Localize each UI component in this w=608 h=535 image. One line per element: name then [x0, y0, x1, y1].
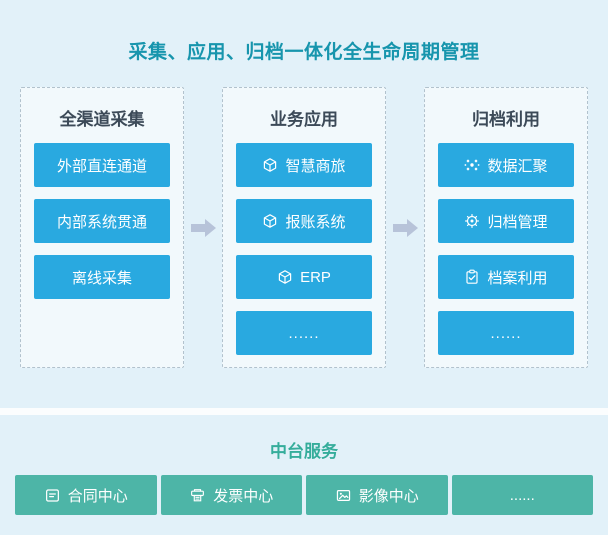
service-label: 合同中心	[67, 487, 128, 505]
service-image-center: 影像中心	[306, 475, 448, 515]
item-external-direct-channel: 外部直连通道	[34, 143, 170, 187]
item-label: 数据汇聚	[487, 157, 548, 175]
page-title: 采集、应用、归档一体化全生命周期管理	[128, 42, 480, 63]
item-label: 报账系统	[285, 213, 346, 231]
platform-title: 中台服务	[270, 442, 338, 461]
item-internal-system-connect: 内部系统贯通	[34, 199, 170, 243]
item-label: ......	[288, 324, 320, 342]
middle-platform-section: 中台服务 合同中心 发票中心 影像中心 ...	[0, 415, 608, 535]
item-label: 内部系统贯通	[56, 213, 147, 231]
gear-icon	[464, 213, 480, 229]
service-row: 合同中心 发票中心 影像中心 ......	[15, 475, 593, 515]
item-label: 档案利用	[487, 269, 548, 287]
flow-arrow-1	[184, 87, 222, 368]
cube-icon	[262, 213, 278, 229]
item-more-archive: ......	[438, 311, 574, 355]
item-archive-management: 归档管理	[438, 199, 574, 243]
service-invoice-center: 发票中心	[160, 475, 302, 515]
cube-icon	[262, 157, 278, 173]
flow-arrow-2	[386, 87, 424, 368]
invoice-printer-icon	[189, 487, 206, 504]
item-more-applications: ......	[236, 311, 372, 355]
service-label: 影像中心	[358, 487, 419, 505]
item-label: 外部直连通道	[56, 157, 147, 175]
column-header: 全渠道采集	[59, 110, 145, 129]
right-arrow-icon	[392, 218, 418, 237]
section-divider	[0, 408, 608, 415]
item-label: ......	[490, 324, 522, 342]
service-label: ......	[509, 486, 535, 504]
image-icon	[335, 487, 352, 504]
item-label: 归档管理	[487, 213, 548, 231]
contract-document-icon	[44, 487, 61, 504]
item-erp: ERP	[236, 255, 372, 299]
item-label: ERP	[300, 268, 331, 286]
column-business-applications: 业务应用 智慧商旅 报账系统 ERP	[222, 87, 386, 368]
column-omni-channel-collection: 全渠道采集 外部直连通道 内部系统贯通 离线采集	[20, 87, 184, 368]
item-label: 智慧商旅	[285, 157, 346, 175]
service-contract-center: 合同中心	[15, 475, 157, 515]
service-label: 发票中心	[213, 487, 274, 505]
item-data-aggregation: 数据汇聚	[438, 143, 574, 187]
column-archive-utilization: 归档利用 数据汇聚 归档管理 档案利用	[424, 87, 588, 368]
lifecycle-section: 采集、应用、归档一体化全生命周期管理 全渠道采集 外部直连通道 内部系统贯通 离…	[0, 42, 608, 368]
column-header: 归档利用	[472, 110, 540, 129]
item-archive-usage: 档案利用	[438, 255, 574, 299]
cube-icon	[277, 269, 293, 285]
item-offline-collection: 离线采集	[34, 255, 170, 299]
item-reimbursement-system: 报账系统	[236, 199, 372, 243]
data-converge-icon	[464, 157, 480, 173]
service-more: ......	[451, 475, 593, 515]
column-header: 业务应用	[270, 110, 338, 129]
item-label: 离线采集	[71, 269, 132, 287]
flow-columns: 全渠道采集 外部直连通道 内部系统贯通 离线采集 业务应用	[0, 87, 608, 368]
item-smart-business-travel: 智慧商旅	[236, 143, 372, 187]
clipboard-check-icon	[464, 269, 480, 285]
right-arrow-icon	[190, 218, 216, 237]
